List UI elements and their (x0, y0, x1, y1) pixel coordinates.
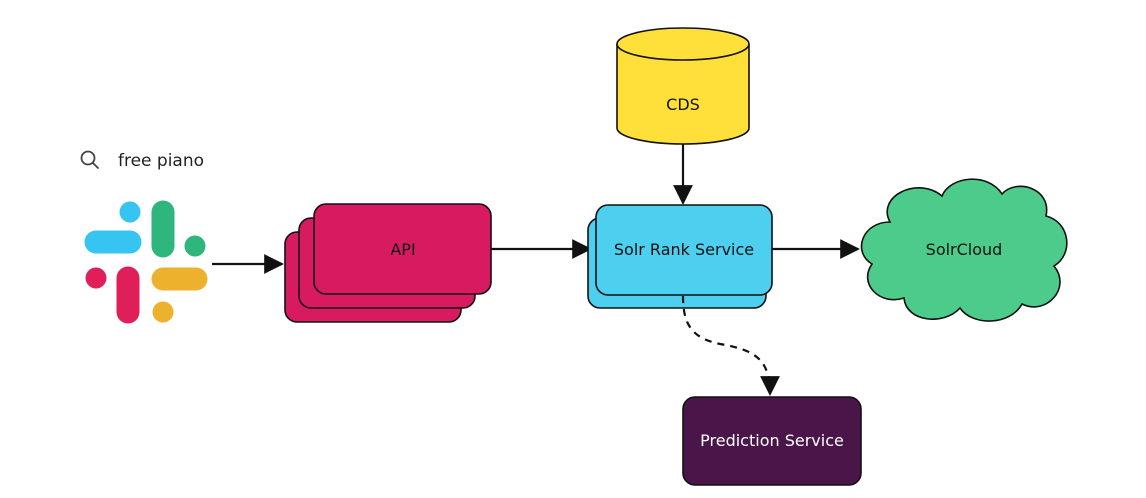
solr-rank-service-node: Solr Rank Service (587, 204, 773, 309)
api-label: API (390, 240, 415, 259)
api-node: API (284, 203, 492, 323)
edge-solr-rank-to-prediction (681, 295, 780, 396)
solrcloud-node: SolrCloud (860, 178, 1068, 322)
solr-rank-service-label: Solr Rank Service (614, 240, 754, 259)
slack-logo-icon (84, 200, 208, 324)
search-query-text: free piano (118, 151, 204, 171)
solrcloud-label: SolrCloud (926, 240, 1003, 259)
search-query: free piano (80, 150, 204, 171)
cds-label: CDS (666, 95, 700, 114)
search-icon (80, 150, 99, 169)
prediction-service-node: Prediction Service (682, 396, 862, 486)
cds-node: CDS (616, 27, 750, 145)
prediction-service-label: Prediction Service (700, 431, 844, 450)
